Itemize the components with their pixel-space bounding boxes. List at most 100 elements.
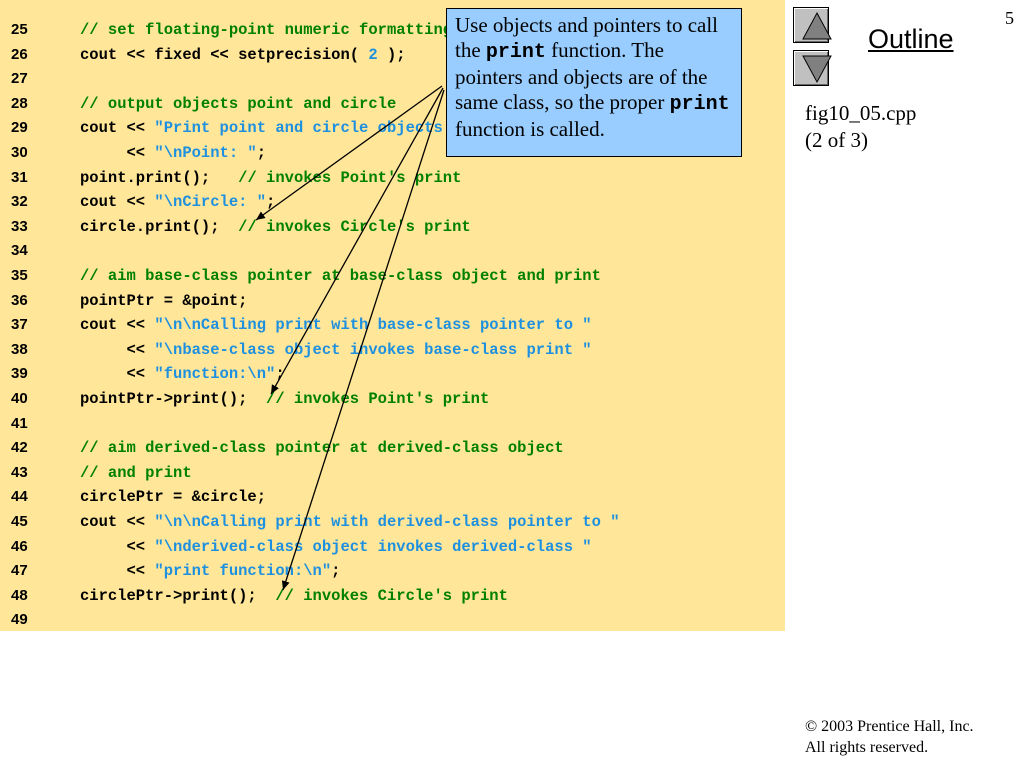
next-slide-button[interactable] <box>793 50 832 86</box>
line-number: 25 <box>11 21 28 38</box>
string-literal: "\n\nCalling print with derived-class po… <box>154 513 620 531</box>
line-number: 38 <box>11 340 28 358</box>
line-number: 48 <box>11 586 28 604</box>
line-number: 43 <box>11 463 28 481</box>
code-token: << <box>80 144 155 162</box>
code-token: << <box>80 365 155 384</box>
code-text: circle.print(); // invokes Circle's prin… <box>80 215 471 239</box>
code-token: cout << <box>80 316 155 335</box>
code-token: ); <box>377 45 406 64</box>
callout-code-print-2: print <box>669 92 730 116</box>
code-comment: // output objects point and circle <box>80 94 397 113</box>
code-text: cout << "\n\nCalling print with base-cla… <box>80 313 592 337</box>
string-literal: "\nPoint: " <box>154 144 257 162</box>
code-text: pointPtr = &point; <box>80 289 247 313</box>
callout-code-print-1: print <box>485 40 546 64</box>
file-name: fig10_05.cpp <box>805 101 917 125</box>
line-number: 45 <box>11 513 28 530</box>
code-comment: // aim base-class pointer at base-class … <box>80 267 601 285</box>
code-token: << <box>80 537 155 556</box>
triangle-down-icon <box>802 55 832 84</box>
line-number: 49 <box>11 611 28 629</box>
outline-link[interactable]: Outline <box>868 24 954 54</box>
code-token: ; <box>331 562 341 581</box>
line-number: 37 <box>11 316 28 334</box>
string-literal: "\n\nCalling print with base-class point… <box>154 316 592 335</box>
code-token: ; <box>256 144 267 162</box>
code-token: cout << <box>80 119 155 138</box>
line-number: 35 <box>11 267 28 284</box>
copyright-notice: © 2003 Prentice Hall, Inc. <box>805 718 974 735</box>
line-number: 44 <box>11 488 28 506</box>
code-text: cout << "\nCircle: "; <box>80 190 275 214</box>
code-text: cout << "Print point and circle objects:… <box>80 116 461 140</box>
previous-slide-button[interactable] <box>793 7 832 43</box>
code-text: // aim derived-class pointer at derived-… <box>80 436 564 460</box>
part-info: (2 of 3) <box>805 128 868 152</box>
line-number: 28 <box>11 94 28 112</box>
code-text: circlePtr->print(); // invokes Circle's … <box>80 584 508 608</box>
string-literal: "Print point and circle objects:" <box>154 119 462 138</box>
line-number: 39 <box>11 365 28 383</box>
code-token: pointPtr = &point; <box>80 291 248 310</box>
line-number: 46 <box>11 537 28 555</box>
line-number: 34 <box>11 242 28 260</box>
string-literal: "\nbase-class object invokes base-class … <box>154 340 592 359</box>
code-text: cout << "\n\nCalling print with derived-… <box>80 510 620 534</box>
code-text: // set floating-point numeric formatting <box>80 18 452 42</box>
line-number: 33 <box>11 217 28 235</box>
callout-text-1: Use objects and pointers to call the <box>455 13 719 62</box>
line-number: 27 <box>11 70 28 88</box>
code-token: circlePtr = &circle; <box>80 488 267 507</box>
line-number: 40 <box>11 390 28 407</box>
line-number: 42 <box>11 439 28 457</box>
code-text: // and print <box>80 461 192 485</box>
code-text: pointPtr->print(); // invokes Point's pr… <box>80 387 489 411</box>
code-comment: // invokes Circle's print <box>275 586 508 605</box>
rights-notice: All rights reserved. <box>805 739 929 756</box>
code-comment: // set floating-point numeric formatting <box>80 21 453 39</box>
code-token: << <box>80 340 155 359</box>
code-token: cout << <box>80 193 155 212</box>
numeric-literal: 2 <box>368 45 378 64</box>
code-text: << "function:\n"; <box>80 362 285 386</box>
code-comment: // invokes Circle's print <box>238 217 471 236</box>
code-text: point.print(); // invokes Point's print <box>80 166 461 190</box>
line-number: 26 <box>11 45 28 63</box>
code-text: << "\nderived-class object invokes deriv… <box>80 535 592 559</box>
code-token: ; <box>266 193 276 212</box>
code-comment: // aim derived-class pointer at derived-… <box>80 439 564 458</box>
code-text: cout << fixed << setprecision( 2 ); <box>80 43 406 67</box>
code-token: cout << fixed << setprecision( <box>80 45 369 64</box>
code-text: // output objects point and circle <box>80 92 396 116</box>
code-token: << <box>80 562 155 581</box>
string-literal: "\nCircle: " <box>154 193 267 212</box>
callout-box: Use objects and pointers to call the pri… <box>446 8 742 157</box>
line-number: 32 <box>11 193 28 211</box>
string-literal: "\nderived-class object invokes derived-… <box>154 537 592 556</box>
code-text: << "\nbase-class object invokes base-cla… <box>80 338 592 362</box>
callout-text-2: function. The pointers and objects are o… <box>455 37 708 114</box>
string-literal: "function:\n" <box>154 365 276 384</box>
code-comment: // invokes Point's print <box>238 168 462 187</box>
line-number: 31 <box>11 168 28 186</box>
code-text: << "print function:\n"; <box>80 559 341 583</box>
code-token: circlePtr->print(); <box>80 586 276 605</box>
code-comment: // invokes Point's print <box>266 390 490 408</box>
code-token: pointPtr->print(); <box>80 390 267 408</box>
code-token: cout << <box>80 513 155 531</box>
string-literal: "print function:\n" <box>154 562 332 581</box>
page-number: 5 <box>1005 8 1014 28</box>
callout-text-3: function is called. <box>455 117 605 142</box>
code-token: circle.print(); <box>80 217 239 236</box>
code-comment: // and print <box>80 463 192 482</box>
line-number: 30 <box>11 144 28 161</box>
line-number: 41 <box>11 414 28 432</box>
line-number: 29 <box>11 119 28 137</box>
triangle-up-icon <box>802 11 832 40</box>
code-text: // aim base-class pointer at base-class … <box>80 264 601 288</box>
code-token: point.print(); <box>80 168 239 187</box>
code-token: ; <box>275 365 285 384</box>
code-text: << "\nPoint: "; <box>80 141 267 165</box>
line-number: 36 <box>11 291 28 309</box>
